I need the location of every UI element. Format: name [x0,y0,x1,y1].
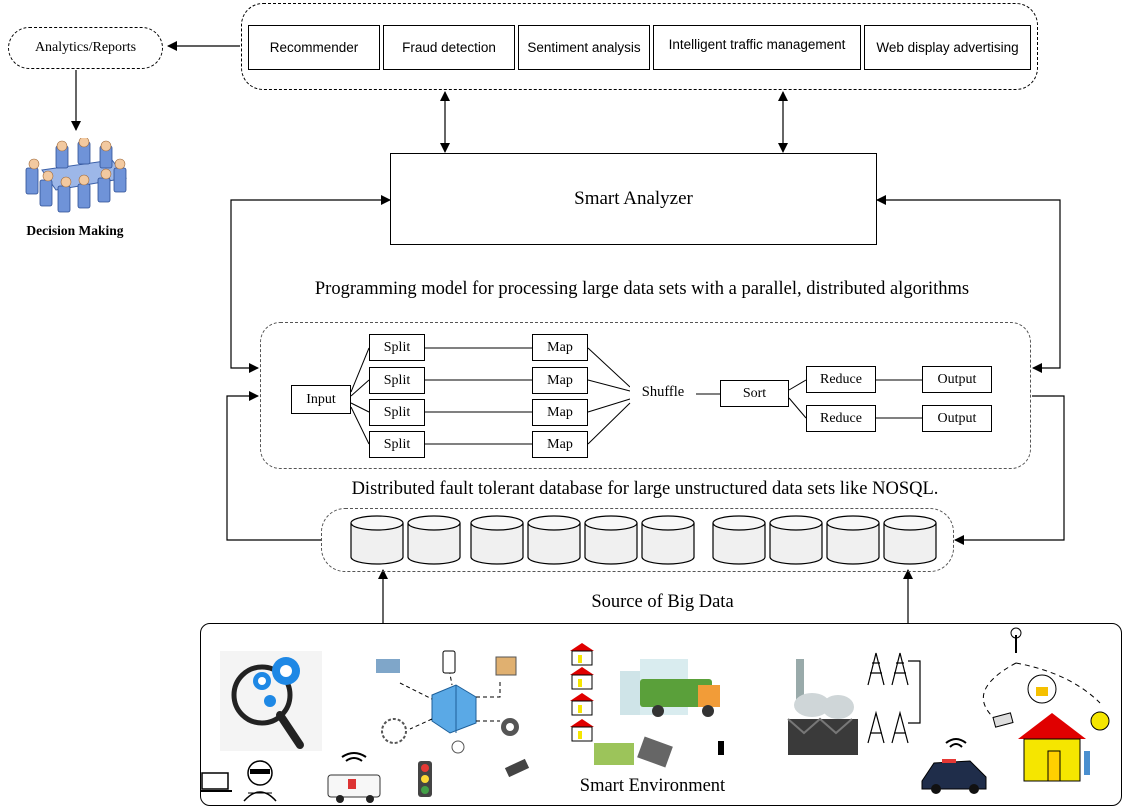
database-cylinders [350,515,937,565]
database-icon [712,515,766,565]
database-icon [527,515,581,565]
power-tower-icon [867,652,921,744]
arrow-database-to-processing [226,391,321,541]
police-car-icon [921,738,987,794]
output-node: Output [922,405,992,432]
output-node: Output [922,366,992,393]
smart-environment-icon [570,643,724,768]
factory-icon [787,659,858,755]
split-node: Split [369,399,425,426]
analytics-reports-node: Analytics/Reports [8,27,163,69]
meeting-icon [25,138,127,213]
mapreduce-group [260,322,1031,469]
thief-icon [200,760,277,802]
smart-home-icon [982,627,1110,782]
split-node: Split [369,431,425,458]
applications-group [241,3,1038,90]
reduce-node: Reduce [806,366,876,393]
app-intelligent-traffic: Intelligent traffic management [653,25,861,70]
traffic-light-icon [418,761,432,797]
arrow-analyzer-processing-left [230,195,391,373]
ambulance-icon [327,752,381,803]
database-icon [883,515,937,565]
database-caption: Distributed fault tolerant database for … [351,479,939,499]
iot-hub-icon [376,650,530,778]
smart-analyzer-box: Smart Analyzer [390,153,877,245]
map-node: Map [532,431,588,458]
shuffle-label: Shuffle [630,384,696,401]
sort-node: Sort [720,380,789,407]
map-node: Map [532,334,588,361]
database-icon [769,515,823,565]
arrow-processing-to-database [954,395,1065,545]
mapreduce-connectors [350,347,922,445]
arrow-analyzer-processing-right [876,195,1061,373]
database-icon [641,515,695,565]
database-icon [584,515,638,565]
smart-environment-label: Smart Environment [579,776,726,796]
database-icon [350,515,404,565]
source-illustrations [200,627,1110,803]
split-node: Split [369,367,425,394]
reduce-node: Reduce [806,405,876,432]
split-node: Split [369,334,425,361]
source-panel [200,623,1122,806]
programming-model-caption: Programming model for processing large d… [314,279,970,299]
map-node: Map [532,367,588,394]
app-web-advertising: Web display advertising [864,25,1031,70]
database-group [321,508,954,572]
app-fraud-detection: Fraud detection [383,25,515,70]
app-sentiment-analysis: Sentiment analysis [518,25,650,70]
database-icon [470,515,524,565]
source-caption: Source of Big Data [591,592,734,612]
search-gears-icon [220,651,322,751]
database-icon [826,515,880,565]
map-node: Map [532,399,588,426]
app-recommender: Recommender [248,25,380,70]
decision-making-label: Decision Making [26,223,124,238]
database-icon [407,515,461,565]
input-node: Input [291,385,351,414]
